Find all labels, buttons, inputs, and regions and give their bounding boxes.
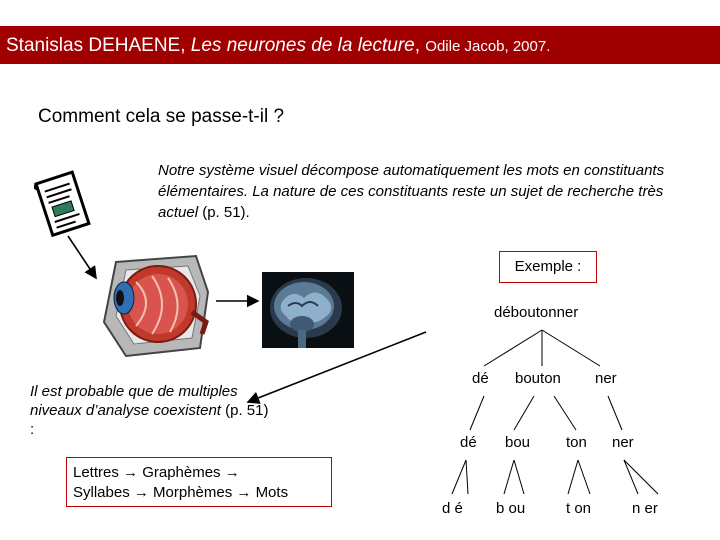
tree-level1-item: ner bbox=[595, 370, 617, 387]
arrow-tree-to-note bbox=[246, 331, 427, 404]
banner-book-title: Les neurones de la lecture bbox=[190, 35, 415, 56]
tree-level2-item: ner bbox=[612, 434, 634, 451]
tree-level2-item: bou bbox=[505, 434, 531, 451]
title-banner: Stanislas DEHAENE, Les neurones de la le… bbox=[0, 26, 720, 64]
note-text: Il est probable que de multiples niveaux… bbox=[30, 383, 238, 419]
eye-icon bbox=[102, 254, 210, 358]
chain-line-1: Lettres → Graphèmes → bbox=[73, 464, 240, 481]
tree-level3-item: b ou bbox=[496, 500, 526, 517]
slide-heading: Comment cela se passe-t-il ? bbox=[38, 106, 285, 127]
tree-level3-item: n er bbox=[632, 500, 658, 517]
example-label-box: Exemple : bbox=[499, 251, 597, 283]
tree-level1-item: bouton bbox=[515, 370, 561, 387]
tree-level1-item: dé bbox=[472, 370, 489, 387]
tree-level2-item: ton bbox=[566, 434, 587, 451]
arrow-document-to-eye bbox=[67, 235, 97, 280]
description-paragraph: Notre système visuel décompose automatiq… bbox=[158, 160, 678, 223]
brain-scan-image bbox=[262, 272, 354, 348]
description-ref: (p. 51). bbox=[202, 204, 250, 221]
unit-chain-box: Lettres → Graphèmes → Syllabes → Morphèm… bbox=[66, 457, 332, 507]
tree-level2-item: dé bbox=[460, 434, 477, 451]
banner-publisher: Odile Jacob, 2007. bbox=[425, 38, 551, 55]
banner-author: Stanislas DEHAENE, bbox=[6, 35, 191, 56]
document-icon bbox=[34, 170, 91, 238]
banner-separator: , bbox=[414, 35, 426, 56]
chain-line-2: Syllabes → Morphèmes → Mots bbox=[73, 484, 289, 501]
description-text: Notre système visuel décompose automatiq… bbox=[158, 162, 665, 221]
tree-level3-item: d é bbox=[442, 500, 463, 517]
tree-root-word: déboutonner bbox=[494, 304, 579, 321]
note-ref: (p. 51) : bbox=[30, 402, 269, 438]
analysis-levels-note: Il est probable que de multiples niveaux… bbox=[30, 382, 270, 439]
tree-level3-item: t on bbox=[566, 500, 592, 517]
